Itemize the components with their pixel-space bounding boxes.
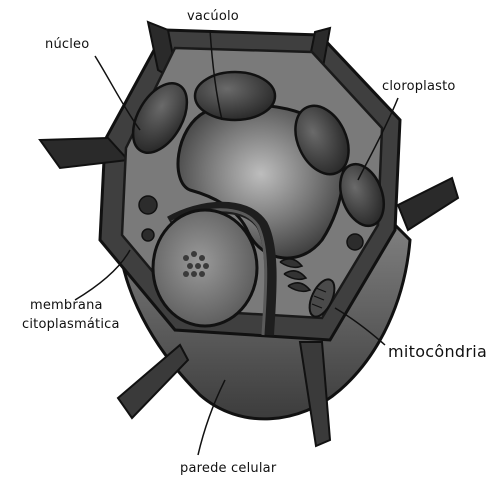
vesicle [142,229,154,241]
label-parede-celular: parede celular [180,462,276,475]
label-membrana-line2: citoplasmática [22,315,120,334]
label-mitocondria: mitocôndria [388,344,487,360]
vesicle [347,234,363,250]
wall-flange-right [398,178,458,230]
label-cloroplasto: cloroplasto [382,80,456,93]
chloroplast [195,72,275,120]
label-membrana-line1: membrana [22,296,120,315]
label-nucleo: núcleo [45,38,89,51]
wall-flange-bottom-left [118,345,188,418]
label-vacuolo: vacúolo [187,10,239,23]
label-membrana-citoplasmatica: membrana citoplasmática [22,296,120,334]
vesicle [139,196,157,214]
